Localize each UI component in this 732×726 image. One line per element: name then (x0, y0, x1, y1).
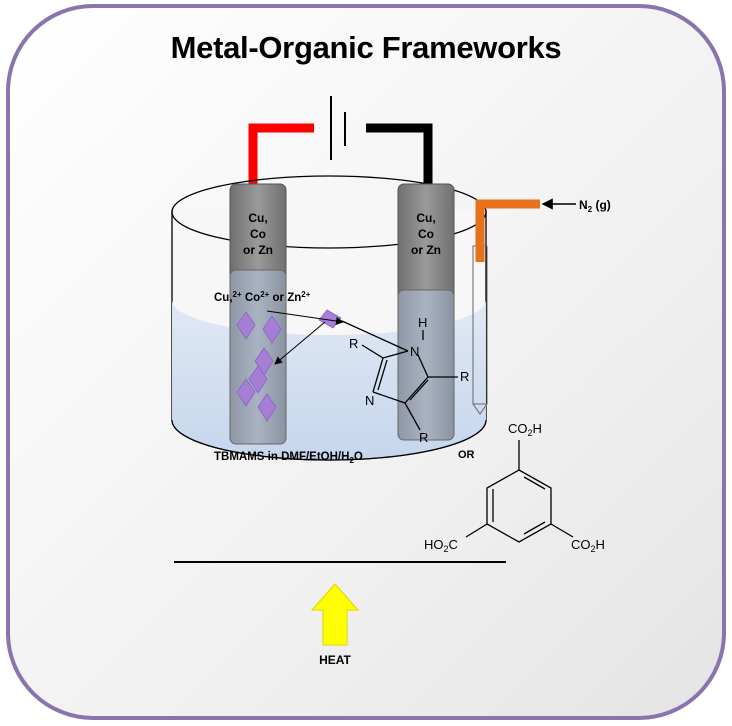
left-electrode-line3: or Zn (243, 243, 273, 257)
beaker-rim (171, 175, 487, 249)
heat-arrow (310, 583, 360, 646)
trimesic-left-group: HO2C (424, 537, 458, 554)
imidazole-r3: R (419, 430, 428, 445)
ion-label: Cu,2+ Co2+ or Zn2+ (214, 290, 311, 304)
or-label: OR (458, 449, 475, 461)
page-title: Metal-Organic Frameworks (170, 30, 562, 65)
imidazole-structure (341, 320, 458, 431)
anode-wire (248, 123, 314, 190)
trimesic-acid-structure (465, 440, 574, 543)
cathode-wire (366, 123, 433, 190)
left-electrode-line2: Co (250, 227, 266, 241)
solution-label: TBMAMS in DMF/EtOH/H2O (214, 451, 363, 465)
crystal (262, 315, 282, 344)
imidazole-r2: R (460, 369, 469, 384)
crystals (236, 309, 342, 422)
imidazole-n-top: N (410, 344, 419, 359)
imidazole-n-bottom: N (365, 393, 374, 408)
right-electrode-line1: Cu, (416, 211, 435, 225)
right-electrode-line2: Co (418, 227, 434, 241)
trimesic-top-group: CO2H (508, 421, 542, 438)
left-electrode-line1: Cu, (248, 211, 267, 225)
heat-label: HEAT (319, 653, 351, 667)
imidazole-h: H (418, 315, 427, 330)
right-electrode-line3: or Zn (411, 243, 441, 257)
ion-arrow (266, 310, 344, 325)
growth-arrow (274, 321, 326, 365)
crystal (236, 378, 256, 407)
trimesic-right-group: CO2H (571, 537, 605, 554)
battery-symbol (330, 96, 346, 160)
right-electrode: Cu, Co or Zn (397, 183, 455, 441)
imidazole-r1: R (349, 336, 358, 351)
crystal (257, 393, 277, 422)
gas-inlet-tube (472, 199, 540, 415)
left-electrode: Cu, Co or Zn (229, 183, 287, 445)
gas-label: N2 (g) (579, 198, 611, 214)
crystal (236, 311, 256, 340)
crystal (248, 365, 268, 394)
